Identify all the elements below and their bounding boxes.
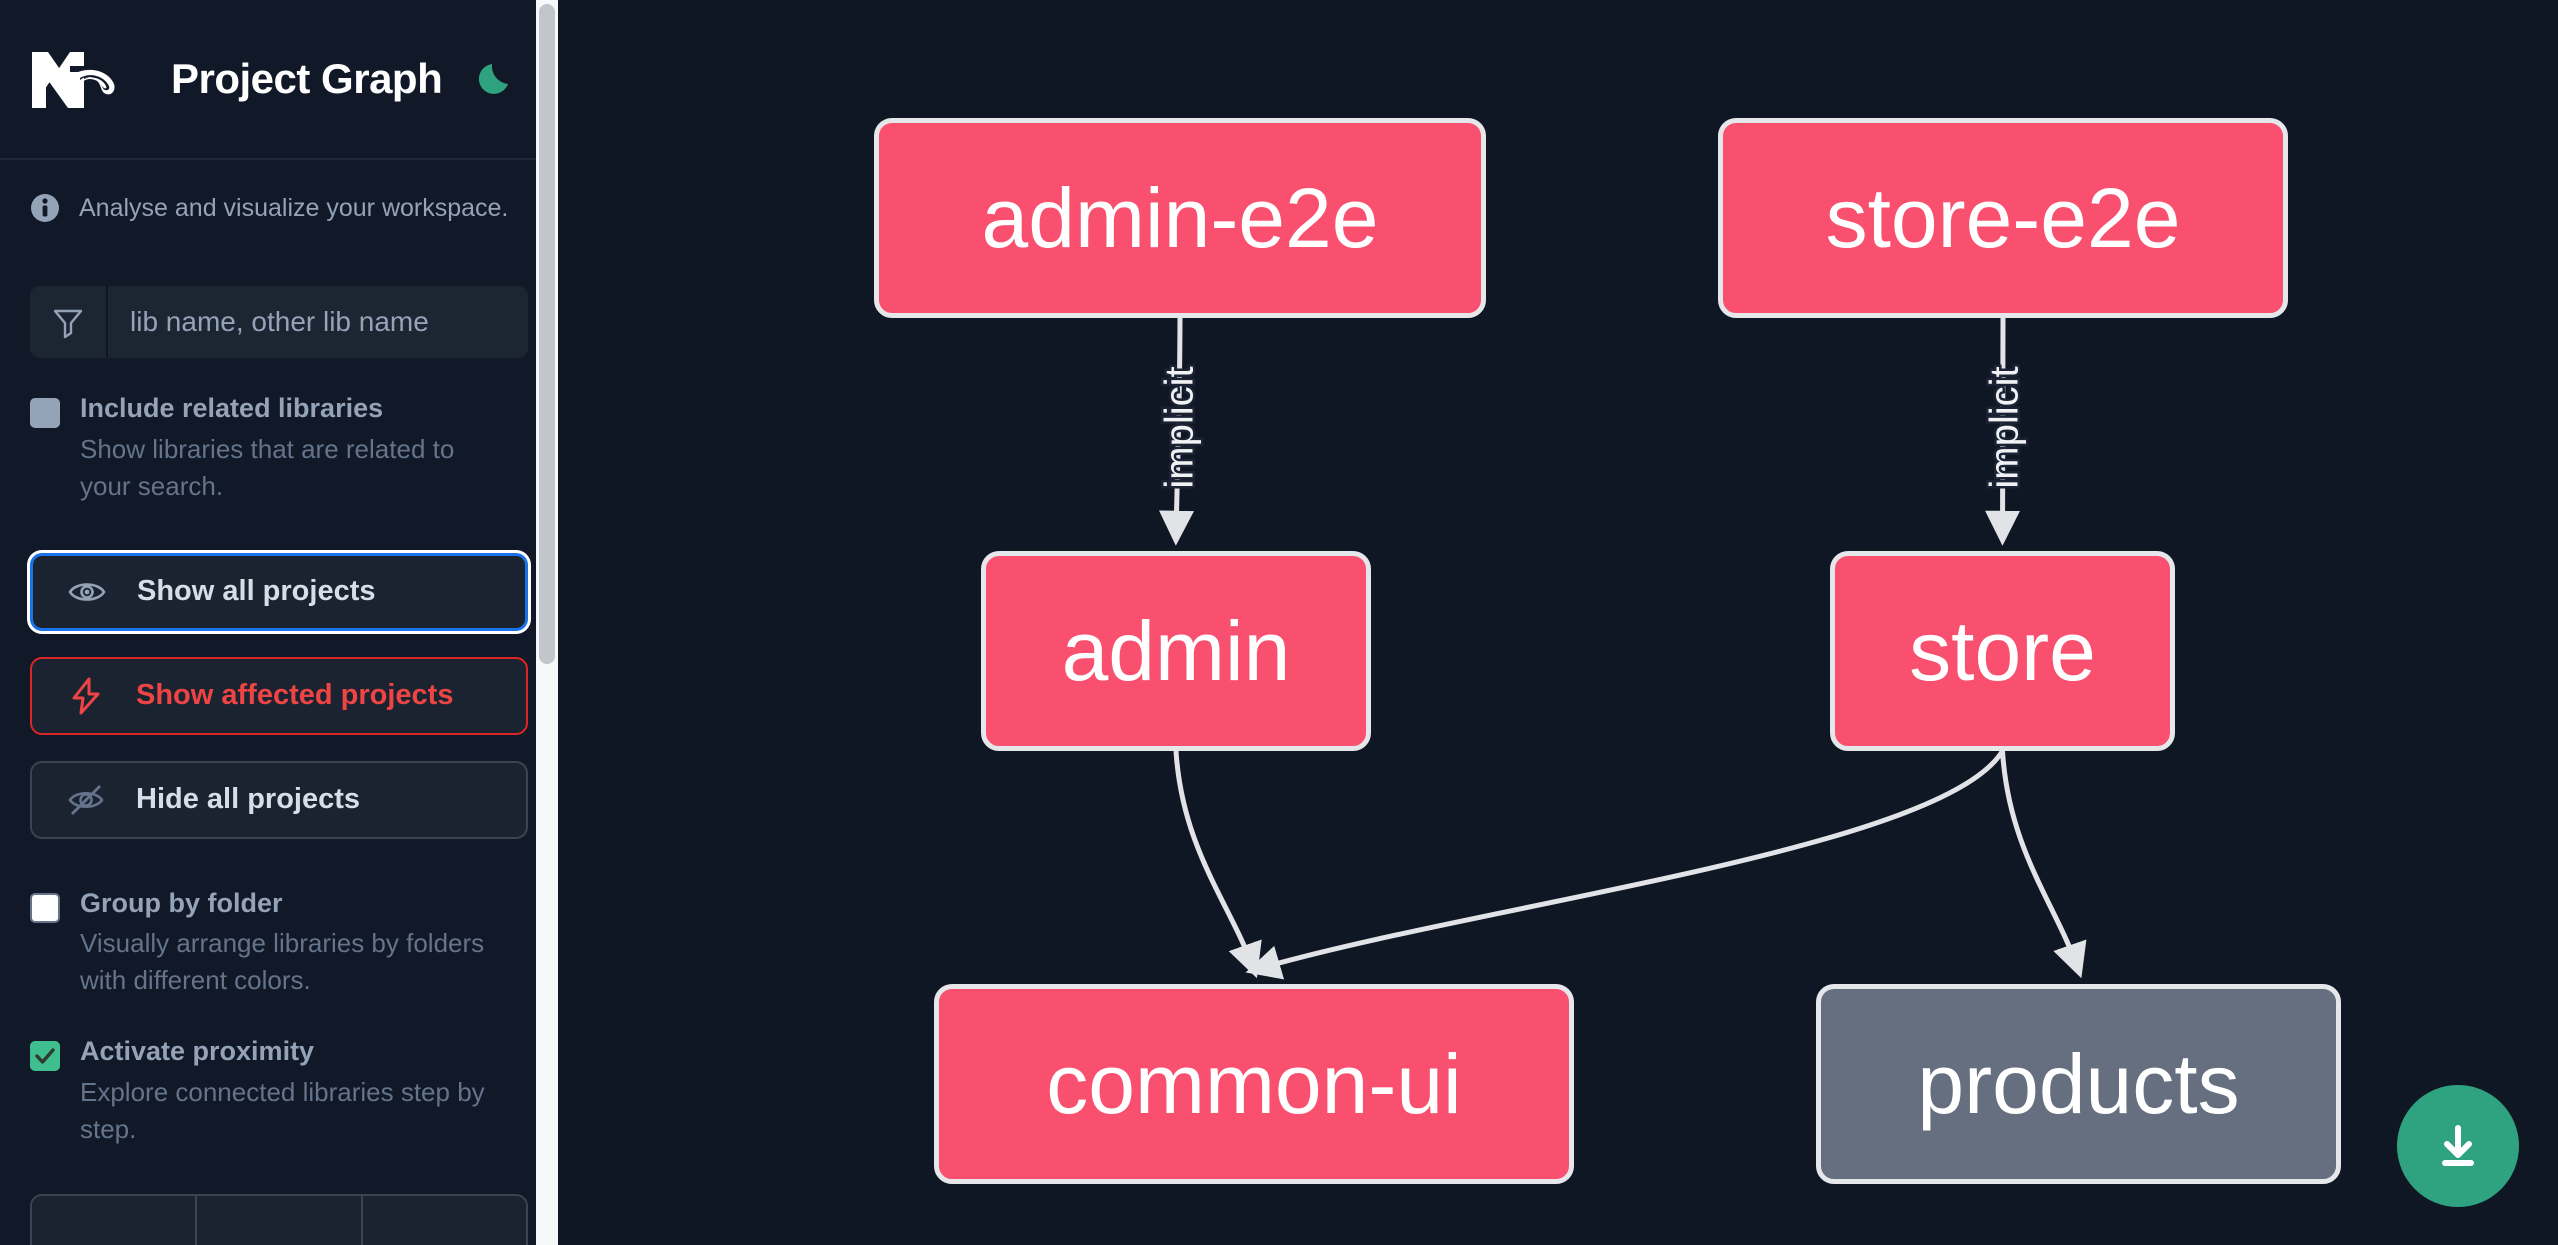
checkbox-activate-proximity-box[interactable]: [30, 1041, 60, 1072]
segment-two[interactable]: [197, 1195, 363, 1245]
info-banner: Analyse and visualize your workspace.: [30, 160, 528, 256]
sidebar-scrollbar[interactable]: [536, 0, 558, 1245]
sidebar: Project Graph Analyse and visualize your…: [0, 0, 558, 1245]
show-all-projects-button[interactable]: Show all projects: [30, 552, 528, 631]
graph-node-store-e2e[interactable]: store-e2e: [1718, 118, 2288, 318]
graph-node-label: common-ui: [1046, 1036, 1462, 1131]
checkbox-group-by-folder-box[interactable]: [30, 892, 60, 923]
graph-edge-label: implicit: [1158, 366, 1202, 488]
graph-node-store[interactable]: store: [1830, 551, 2175, 751]
search-box[interactable]: [30, 286, 528, 358]
hide-all-projects-label: Hide all projects: [136, 783, 361, 816]
graph-node-admin[interactable]: admin: [981, 551, 1371, 751]
info-circle-icon: [30, 193, 60, 223]
checkbox-activate-proximity-label: Activate proximity: [80, 1036, 315, 1067]
graph-edge-admin-e2e-to-admin: [1158, 317, 1194, 546]
show-affected-projects-button[interactable]: Show affected projects: [30, 656, 528, 735]
checkbox-group-by-folder-desc: Visually arrange libraries by folders wi…: [80, 928, 485, 996]
sidebar-scrollbar-thumb[interactable]: [539, 4, 555, 664]
graph-node-label: admin-e2e: [981, 170, 1379, 265]
graph-edge-store-e2e-to-store: [1985, 317, 2021, 546]
checkbox-activate-proximity[interactable]: Activate proximity Explore connected lib…: [30, 1035, 528, 1148]
checkbox-group-by-folder-label: Group by folder: [80, 887, 283, 918]
lightning-bolt-icon: [66, 676, 106, 716]
graph-edges: implicit implicit: [1155, 317, 2087, 980]
eye-icon: [67, 572, 107, 612]
checkbox-activate-proximity-desc: Explore connected libraries step by step…: [80, 1076, 485, 1144]
graph-node-admin-e2e[interactable]: admin-e2e: [874, 118, 1486, 318]
show-affected-projects-label: Show affected projects: [136, 679, 454, 712]
show-all-projects-label: Show all projects: [137, 575, 376, 608]
download-icon: [2442, 1125, 2474, 1166]
checkbox-include-related-libraries-desc: Show libraries that are related to your …: [80, 433, 455, 501]
check-icon: [35, 1048, 55, 1064]
graph-edge-store-to-common-ui: [1245, 749, 2005, 980]
nx-logo-icon: [30, 48, 126, 110]
eye-slash-icon: [66, 780, 106, 820]
sidebar-body: Analyse and visualize your workspace. In…: [0, 160, 558, 1245]
page-title: Project Graph: [171, 55, 443, 102]
graph-node-common-ui[interactable]: common-ui: [934, 984, 1574, 1184]
info-text: Analyse and visualize your workspace.: [79, 193, 509, 222]
project-graph-canvas[interactable]: implicit implicit admin-e2e store-e2e admin…: [558, 0, 2558, 1245]
graph-node-label: store: [1909, 603, 2096, 698]
filter-funnel-icon: [30, 286, 108, 358]
checkbox-group-by-folder[interactable]: Group by folder Visually arrange librari…: [30, 887, 528, 1000]
search-input[interactable]: [108, 286, 528, 358]
graph-node-label: products: [1917, 1036, 2240, 1131]
proximity-segmented-control[interactable]: [30, 1193, 528, 1245]
sidebar-header: Project Graph: [0, 0, 558, 160]
graph-edge-label: implicit: [1982, 366, 2026, 488]
download-graph-button[interactable]: [2397, 1085, 2519, 1207]
hide-all-projects-button[interactable]: Hide all projects: [30, 760, 528, 839]
segment-one[interactable]: [32, 1195, 198, 1245]
checkbox-include-related-libraries-label: Include related libraries: [80, 393, 384, 423]
segment-three[interactable]: [362, 1195, 526, 1245]
checkbox-include-related-libraries-box[interactable]: [30, 398, 60, 428]
graph-node-products[interactable]: products: [1816, 984, 2341, 1184]
graph-edge-store-to-products: [2000, 750, 2087, 979]
graph-node-label: admin: [1061, 603, 1291, 698]
graph-edge-admin-to-common-ui: [1173, 750, 1262, 979]
graph-node-label: store-e2e: [1825, 170, 2181, 265]
checkbox-include-related-libraries[interactable]: Include related libraries Show libraries…: [30, 392, 528, 505]
moon-icon[interactable]: [472, 56, 518, 102]
